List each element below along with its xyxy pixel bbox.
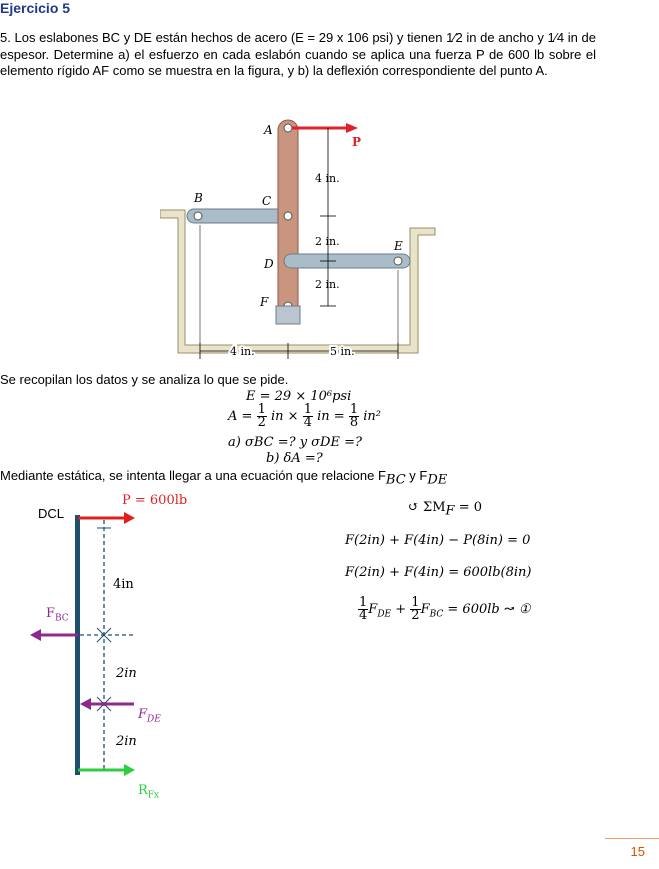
page-rule [605,838,659,839]
eq-2: F(2in) + F(4in) = 600lb(8in) [345,565,532,580]
label-F: F [259,295,269,309]
statics-intro: Mediante estática, se intenta llegar a u… [0,468,448,488]
dcl-dim-2in-upper: 2in [116,666,137,681]
label-A: A [263,123,273,137]
label-D: D [263,257,274,271]
eq-question-b: b) δA =? [266,451,323,466]
free-body-diagram [30,512,135,776]
problem-statement: 5. Los eslabones BC y DE están hechos de… [0,30,596,78]
data-intro: Se recopilan los datos y se analiza lo q… [0,372,289,387]
dim-5in-horizontal: 5 in. [330,345,355,358]
dim-2in-upper: 2 in. [315,235,340,248]
dcl-dim-2in-lower: 2in [116,734,137,749]
dim-4in-horizontal: 4 in. [230,345,255,358]
eq-modulus: E = 29 × 10⁶psi [246,389,352,404]
dcl-force-p: P = 600lb [122,493,188,508]
mechanism-figure: A P B C D E F 4 in. 2 in. 2 in. 4 in. 5 … [160,119,436,360]
dcl-force-fde: FDE [138,707,161,725]
label-P: P [352,135,361,149]
eq-moment: ↺ ΣMF = 0 [408,500,482,519]
dcl-force-fbc: FBC [46,606,69,624]
eq-question-a: a) σBC =? y σDE =? [228,435,362,450]
label-E: E [393,239,403,253]
label-C: C [262,194,271,208]
page-number: 15 [630,844,645,859]
dcl-label: DCL [38,506,65,521]
label-B: B [193,191,203,205]
exercise-title: Ejercicio 5 [0,0,71,16]
dcl-dim-4in: 4in [113,577,134,592]
dim-2in-lower: 2 in. [315,278,340,291]
eq-1: F(2in) + F(4in) − P(8in) = 0 [345,533,531,548]
dcl-reaction-rfx: RFx [138,783,160,801]
dim-4in-vertical: 4 in. [315,172,340,185]
